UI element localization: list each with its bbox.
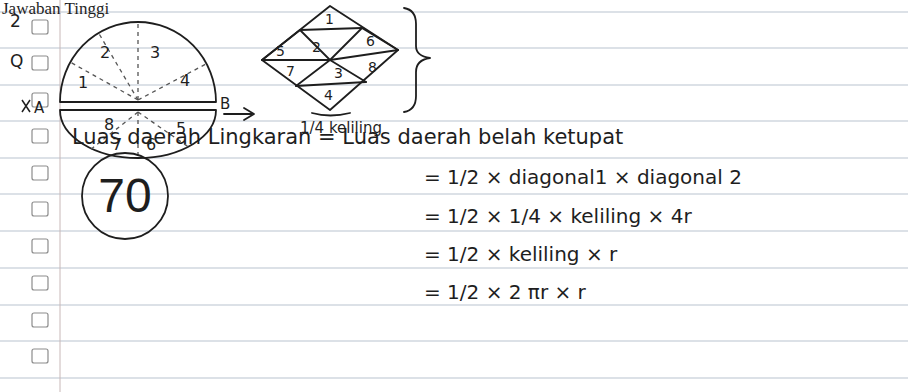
margin-note: 2 xyxy=(10,12,21,31)
piece-number: 8 xyxy=(368,60,377,75)
equation-line: = 1/2 × keliling × r xyxy=(424,243,617,265)
margin-note: Q xyxy=(10,52,23,71)
piece-number: 5 xyxy=(276,44,285,59)
piece-number: 2 xyxy=(312,40,321,55)
sector-number: 3 xyxy=(150,44,160,62)
score-circle: 70 xyxy=(80,151,170,241)
sector-number: 4 xyxy=(180,72,190,90)
piece-number: 7 xyxy=(286,64,295,79)
score-text: 70 xyxy=(98,170,151,223)
equation-line: = 1/2 × 1/4 × keliling × 4r xyxy=(424,205,692,227)
equation-line: = 1/2 × 2 πr × r xyxy=(424,281,586,303)
sector-number: 1 xyxy=(78,74,88,92)
equation-line: = 1/2 × diagonal1 × diagonal 2 xyxy=(424,166,742,188)
piece-number: 3 xyxy=(334,66,343,81)
piece-number: 6 xyxy=(366,34,375,49)
sector-number: 2 xyxy=(100,44,110,62)
point-label: B xyxy=(220,96,230,113)
piece-number: 1 xyxy=(325,12,334,27)
piece-number: 4 xyxy=(324,88,333,103)
equation-line: Luas daerah Lingkaran = Luas daerah bela… xyxy=(72,126,623,149)
point-label: A xyxy=(34,100,44,117)
